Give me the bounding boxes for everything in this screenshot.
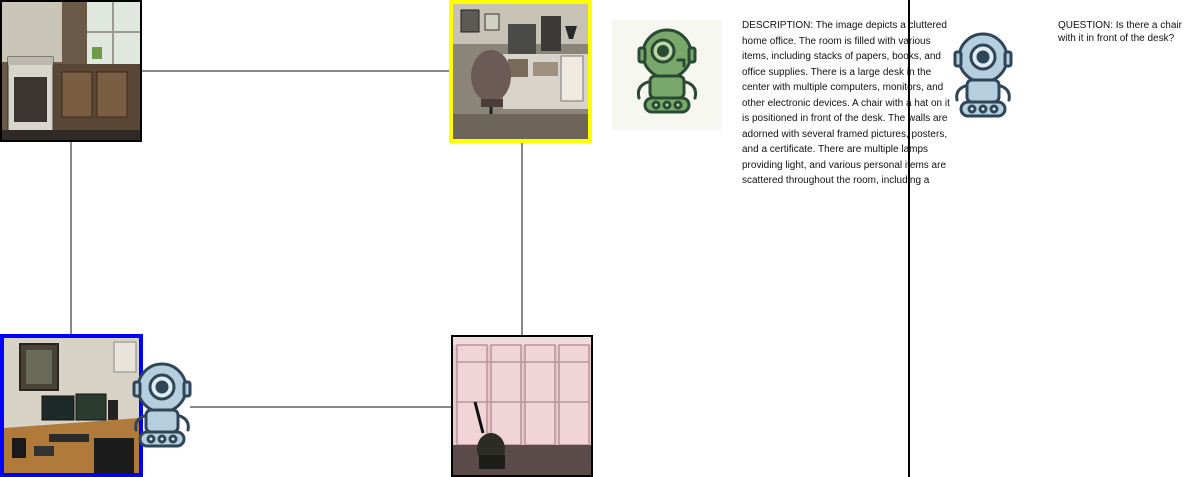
pink-lockers-scene-image [453,337,591,475]
node-pink-lockers[interactable] [451,335,593,477]
navigator-robot-icon [124,360,200,457]
cluttered-office-scene-image [453,4,588,139]
edge-desk-lockers [190,406,452,408]
node-kitchen[interactable] [0,0,142,142]
node-cluttered-office[interactable] [449,0,592,143]
kitchen-scene-image [2,2,140,140]
edge-kitchen-office [140,70,452,72]
panel-divider [908,0,910,477]
describer-robot-icon [612,20,722,130]
description-text: DESCRIPTION: The image depicts a clutter… [742,20,950,186]
edge-office-lockers [521,142,523,337]
edge-kitchen-desk [70,140,72,336]
node-computer-desk[interactable] [0,334,143,477]
questioner-robot-icon [945,30,1021,127]
question-text: QUESTION: Is there a chair with it in fr… [1058,20,1182,44]
computer-desk-scene-image [4,338,139,473]
